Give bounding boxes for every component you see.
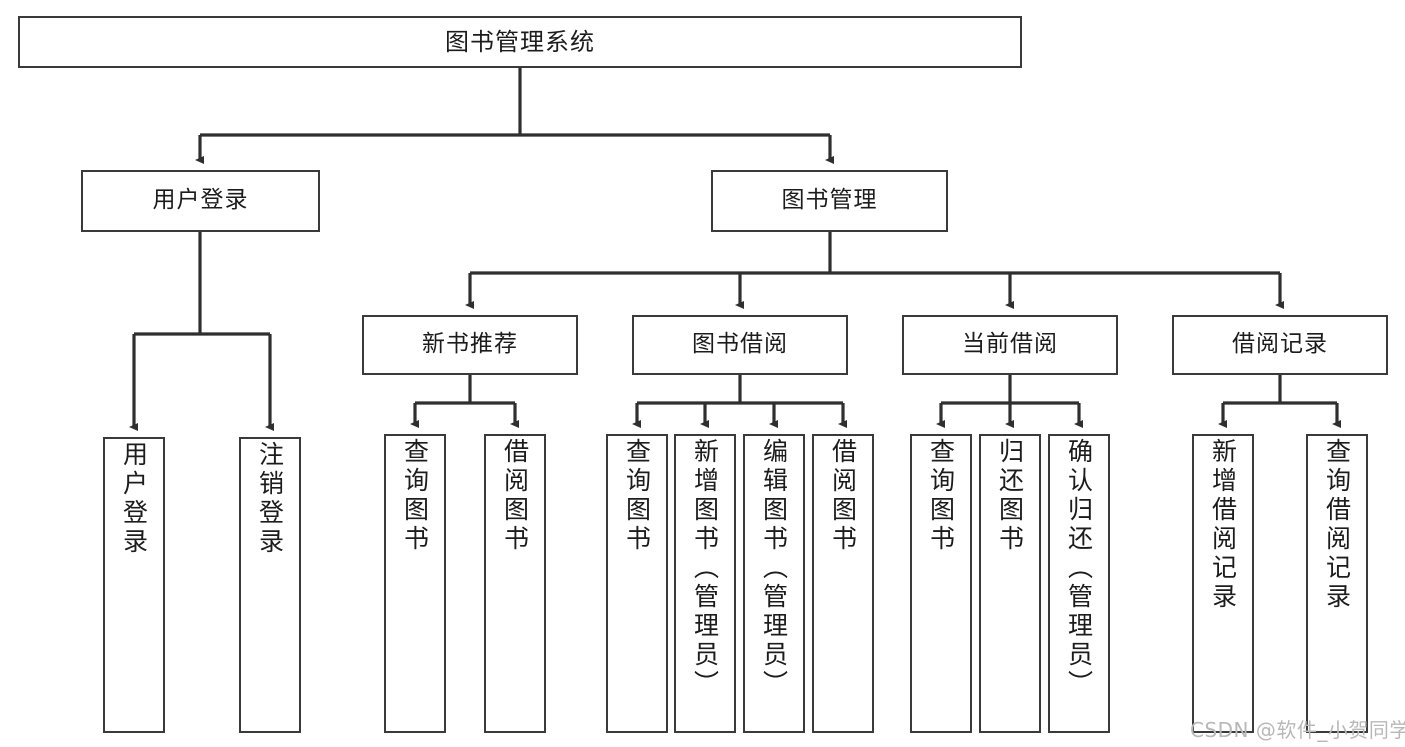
node-book-management[interactable]: 图书管理	[711, 170, 948, 232]
node-leaf-borrow-book[interactable]: 借阅图书	[812, 434, 874, 733]
node-leaf-query-book-borrow[interactable]: 查询图书	[606, 434, 668, 733]
node-book-borrow[interactable]: 图书借阅	[632, 315, 848, 375]
node-borrow-record[interactable]: 借阅记录	[1172, 315, 1388, 375]
node-new-book-recommend[interactable]: 新书推荐	[362, 315, 578, 375]
node-label: 图书管理系统	[445, 27, 595, 56]
node-leaf-add-book-admin[interactable]: 新增图书（管理员）	[674, 434, 736, 733]
node-leaf-borrow-book-recommend[interactable]: 借阅图书	[484, 434, 546, 733]
node-label: 查询图书	[926, 438, 956, 554]
node-label: 编辑图书（管理员）	[759, 438, 789, 699]
node-label: 查询图书	[400, 438, 430, 554]
node-leaf-confirm-return-admin[interactable]: 确认归还（管理员）	[1048, 434, 1110, 733]
watermark-text: CSDN @软件_小贺同学	[1190, 718, 1405, 742]
node-label: 借阅记录	[1232, 331, 1328, 358]
node-label: 新增借阅记录	[1208, 438, 1238, 612]
node-leaf-query-borrow-record[interactable]: 查询借阅记录	[1306, 434, 1368, 733]
node-leaf-query-book-current[interactable]: 查询图书	[910, 434, 972, 733]
node-leaf-add-borrow-record[interactable]: 新增借阅记录	[1192, 434, 1254, 733]
node-label: 新增图书（管理员）	[690, 438, 720, 699]
node-label: 注销登录	[255, 441, 285, 557]
node-label: 借阅图书	[500, 438, 530, 554]
node-leaf-edit-book-admin[interactable]: 编辑图书（管理员）	[743, 434, 805, 733]
node-label: 确认归还（管理员）	[1064, 438, 1094, 699]
node-label: 查询借阅记录	[1322, 438, 1352, 612]
node-root-book-management-system[interactable]: 图书管理系统	[18, 16, 1022, 68]
node-leaf-user-login[interactable]: 用户登录	[103, 437, 165, 733]
node-current-borrow[interactable]: 当前借阅	[902, 315, 1118, 375]
node-leaf-return-book[interactable]: 归还图书	[979, 434, 1041, 733]
node-label: 当前借阅	[962, 331, 1058, 358]
node-label: 用户登录	[119, 441, 149, 557]
node-label: 新书推荐	[422, 331, 518, 358]
node-user-login[interactable]: 用户登录	[81, 170, 320, 232]
node-leaf-query-book-recommend[interactable]: 查询图书	[384, 434, 446, 733]
node-label: 图书管理	[781, 187, 878, 214]
node-label: 用户登录	[152, 187, 249, 214]
node-leaf-logout-login[interactable]: 注销登录	[239, 437, 301, 733]
node-label: 借阅图书	[828, 438, 858, 554]
node-label: 归还图书	[995, 438, 1025, 554]
node-label: 图书借阅	[692, 331, 788, 358]
node-label: 查询图书	[622, 438, 652, 554]
